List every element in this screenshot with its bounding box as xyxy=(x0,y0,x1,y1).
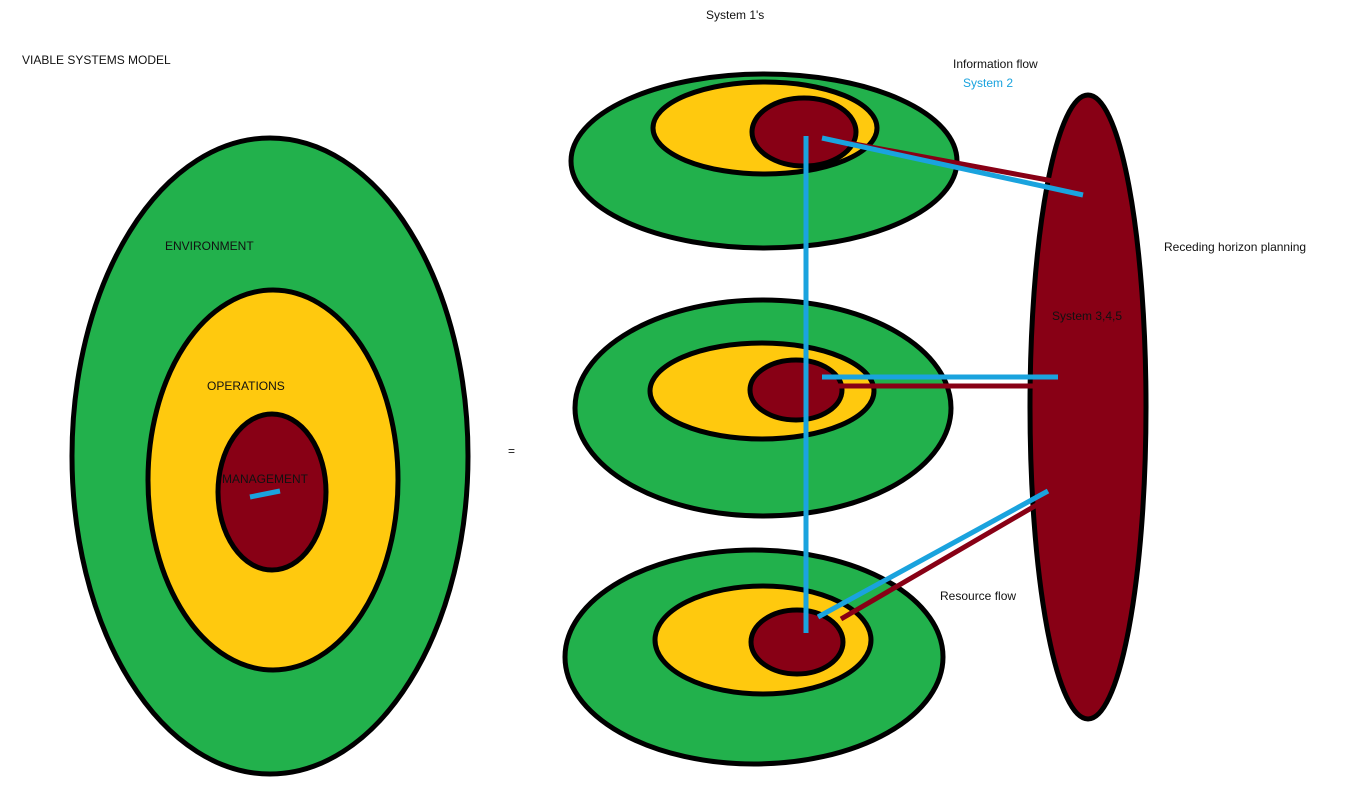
operations-label: OPERATIONS xyxy=(207,379,285,393)
system1-bottom-management xyxy=(748,607,846,677)
information-flow-bottom xyxy=(816,488,1050,620)
equals-sign: = xyxy=(508,444,515,458)
receding-horizon-label: Receding horizon planning xyxy=(1164,240,1306,254)
system1-unit-top xyxy=(568,71,960,251)
system1s-label: System 1's xyxy=(706,8,764,22)
information-flow-label: Information flow xyxy=(953,57,1038,71)
information-flow-top xyxy=(821,135,1084,198)
management-label: MANAGEMENT xyxy=(222,472,309,486)
system1-middle-management xyxy=(747,357,845,423)
system1-unit-middle xyxy=(572,297,954,519)
resource-flow-label: Resource flow xyxy=(940,589,1016,603)
management-info-link xyxy=(249,488,281,500)
system2-label: System 2 xyxy=(963,76,1013,90)
left-vsm-model: ENVIRONMENT OPERATIONS MANAGEMENT xyxy=(69,135,471,777)
information-flow-lines xyxy=(803,135,1084,633)
environment-label: ENVIRONMENT xyxy=(165,239,254,253)
system345-ellipse xyxy=(1027,92,1149,722)
resource-flow-bottom xyxy=(839,500,1042,622)
system345-label: System 3,4,5 xyxy=(1052,309,1122,323)
system1-unit-bottom xyxy=(562,547,946,767)
diagram-title: VIABLE SYSTEMS MODEL xyxy=(22,53,171,67)
